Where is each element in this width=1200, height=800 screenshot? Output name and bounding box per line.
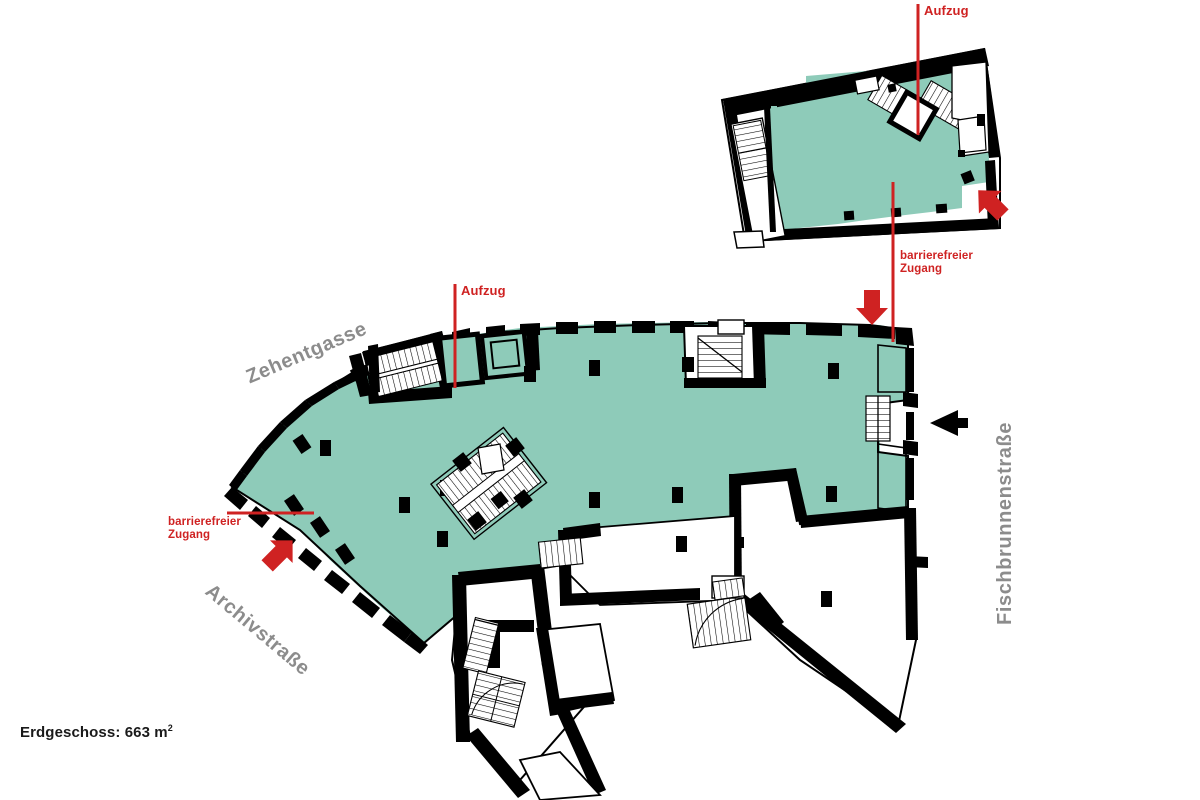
annotation-line-1: barrierefreier xyxy=(900,250,973,262)
annotation-barrierefreier-zugang-inset: barrierefreier Zugang xyxy=(900,250,973,275)
main-white-section xyxy=(450,468,928,800)
white-pillars xyxy=(676,536,832,607)
inset-opening-top xyxy=(854,75,880,95)
white-lower-walls xyxy=(536,628,614,795)
area-caption-value: 663 xyxy=(124,724,151,741)
main-east-stair xyxy=(865,395,891,442)
inset-partition-wall xyxy=(764,107,776,232)
main-highlight-area-fill xyxy=(232,323,908,643)
entry-arrow-main-red-icon xyxy=(261,540,293,572)
white-bottom-connector xyxy=(518,751,602,800)
annotation-line-1: barrierefreier xyxy=(168,516,241,528)
inset-bottom-appendix xyxy=(733,230,765,249)
annotation-line-2: Zugang xyxy=(168,528,211,541)
main-north-stair xyxy=(682,319,766,388)
street-label-fischbrunnenstrasse: Fischbrunnenstraße xyxy=(994,421,1016,625)
entry-arrow-inset-red-icon xyxy=(978,190,1009,221)
white-corridor-stair xyxy=(537,537,584,569)
main-lift-shaft xyxy=(436,329,540,389)
entry-arrow-right-black-icon xyxy=(930,410,968,436)
annotation-aufzug-main: Aufzug xyxy=(461,283,506,298)
entry-arrow-top-red-icon xyxy=(856,290,888,325)
inset-side-strip xyxy=(771,106,777,120)
main-east-notch xyxy=(877,344,907,393)
main-facade-pillars xyxy=(283,364,368,565)
white-right-winder-wall xyxy=(748,592,784,632)
white-annex-straight-stair xyxy=(462,616,500,675)
annotation-barrierefreier-zugang-main: barrierefreier Zugang xyxy=(168,516,241,541)
area-caption: Erdgeschoss: 663 m2 xyxy=(20,723,173,741)
area-caption-unit: m2 xyxy=(154,723,173,741)
main-topleft-stair xyxy=(368,341,444,398)
inset-plan xyxy=(720,47,1001,249)
main-plan xyxy=(224,319,928,800)
area-caption-label: Erdgeschoss xyxy=(20,724,116,741)
annotation-line-2: Zugang xyxy=(900,262,943,275)
main-center-stair-pillars xyxy=(452,437,533,531)
white-annex-winder-stair xyxy=(466,670,526,728)
area-caption-sep: : xyxy=(115,724,125,741)
annotation-layer xyxy=(227,4,1009,572)
white-left-annex-walls xyxy=(452,564,556,798)
white-right-winder-stair xyxy=(686,575,752,649)
inset-pillars xyxy=(843,83,985,221)
annotation-aufzug-inset: Aufzug xyxy=(924,3,969,18)
